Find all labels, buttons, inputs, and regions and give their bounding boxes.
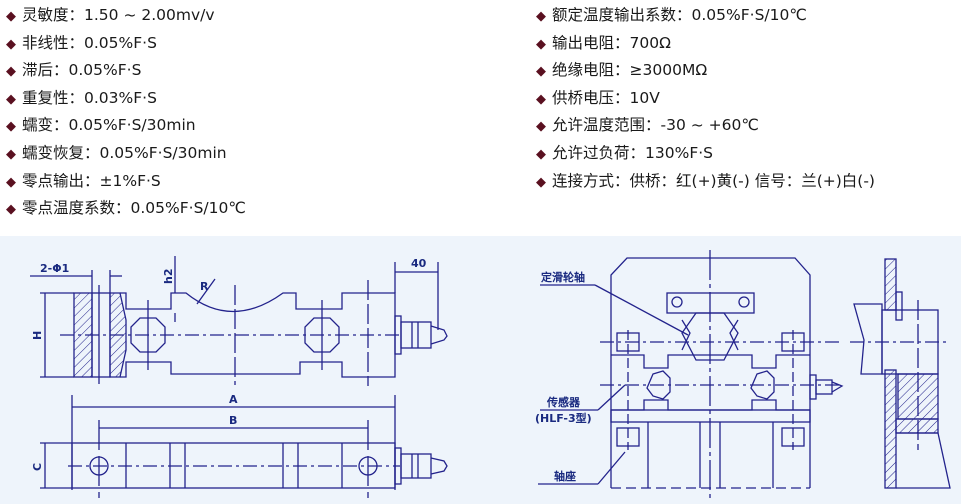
spec-label: 灵敏度： xyxy=(22,6,85,24)
diamond-bullet-icon: ◆ xyxy=(536,36,546,52)
diamond-bullet-icon: ◆ xyxy=(536,119,546,135)
diamond-bullet-icon: ◆ xyxy=(6,119,16,135)
spec-label: 非线性： xyxy=(22,33,85,52)
spec-row: ◆ 滞后：0.05%F·S xyxy=(6,57,246,85)
spec-label: 供桥电压： xyxy=(552,88,630,107)
specifications-section: ◆灵敏度：1.50 ~ 2.00mv/v ◆非线性：0.05%F·S ◆滞后：0… xyxy=(0,0,961,236)
spec-value: 0.05%F·S/30min xyxy=(99,143,227,162)
spec-value: ±1%F·S xyxy=(99,171,161,190)
dim-40-label: 40 xyxy=(411,257,427,270)
diamond-bullet-icon: ◆ xyxy=(6,91,16,107)
diamond-bullet-icon: ◆ xyxy=(6,36,16,52)
spec-row: ◆ 零点输出：±1%F·S xyxy=(6,168,246,196)
spec-label: 额定温度输出系数： xyxy=(552,6,692,24)
drawings-section: 2-Φ1 h2 R 40 H A B C 定滑轮轴 传感器 (HLF-3型) 轴… xyxy=(0,236,961,504)
diamond-bullet-icon: ◆ xyxy=(536,9,546,24)
spec-value: 0.05%F·S/10℃ xyxy=(130,199,246,218)
dim-holes-label: 2-Φ1 xyxy=(40,262,69,275)
spec-label: 连接方式： xyxy=(552,171,630,190)
spec-row: ◆ 绝缘电阻：≥3000MΩ xyxy=(536,57,875,85)
diamond-bullet-icon: ◆ xyxy=(536,146,546,162)
spec-label: 输出电阻： xyxy=(552,33,630,52)
label-base: 轴座 xyxy=(554,469,576,483)
spec-label: 蠕变： xyxy=(22,116,69,135)
diamond-bullet-icon: ◆ xyxy=(6,174,16,190)
spec-label: 绝缘电阻： xyxy=(552,61,630,80)
diamond-bullet-icon: ◆ xyxy=(536,91,546,107)
diamond-bullet-icon: ◆ xyxy=(536,174,546,190)
spec-label: 零点温度系数： xyxy=(22,199,131,218)
assembly-front-view xyxy=(538,250,844,500)
spec-row: ◆ 额定温度输出系数：0.05%F·S/10℃ xyxy=(536,2,875,30)
spec-value: 供桥：红(+)黄(-) 信号：兰(+)白(-) xyxy=(629,171,875,190)
dim-h-label: H xyxy=(31,331,44,340)
spec-label: 重复性： xyxy=(22,88,85,107)
spec-row: ◆ 蠕变：0.05%F·S/30min xyxy=(6,112,246,140)
spec-row: ◆ 零点温度系数：0.05%F·S/10℃ xyxy=(6,195,246,223)
spec-value: 0.05%F·S xyxy=(68,61,142,80)
dim-r-label: R xyxy=(200,280,209,293)
spec-row: ◆ 非线性：0.05%F·S xyxy=(6,30,246,58)
spec-value: 0.05%F·S/10℃ xyxy=(691,6,807,24)
spec-value: 130%F·S xyxy=(645,143,714,162)
diamond-bullet-icon: ◆ xyxy=(6,146,16,162)
spec-value: 0.05%F·S xyxy=(84,33,157,52)
spec-label: 允许温度范围： xyxy=(552,116,661,135)
spec-value: -30 ~ +60℃ xyxy=(660,116,759,135)
spec-value: 1.50 ~ 2.00mv/v xyxy=(84,6,215,24)
spec-label: 零点输出： xyxy=(22,171,100,190)
load-cell-front-view xyxy=(30,256,448,498)
spec-value: 10V xyxy=(629,88,660,107)
label-sensor: 传感器 xyxy=(546,395,581,409)
specs-left-column: ◆灵敏度：1.50 ~ 2.00mv/v ◆非线性：0.05%F·S ◆滞后：0… xyxy=(6,2,246,223)
spec-value: ≥3000MΩ xyxy=(629,61,708,80)
spec-label: 滞后： xyxy=(22,61,69,80)
diamond-bullet-icon: ◆ xyxy=(6,64,16,80)
specs-right-column: ◆ 额定温度输出系数：0.05%F·S/10℃ ◆ 输出电阻：700Ω ◆ 绝缘电阻：… xyxy=(536,2,875,195)
technical-drawings: 2-Φ1 h2 R 40 H A B C 定滑轮轴 传感器 (HLF-3型) 轴… xyxy=(30,250,951,500)
assembly-side-view xyxy=(850,258,951,489)
spec-row: ◆ 蠕变恢复：0.05%F·S/30min xyxy=(6,140,246,168)
label-pulley-shaft: 定滑轮轴 xyxy=(541,270,585,284)
spec-row: ◆ 输出电阻：700Ω xyxy=(536,30,875,58)
spec-row: ◆ 灵敏度：1.50 ~ 2.00mv/v xyxy=(6,2,246,30)
dim-h2-label: h2 xyxy=(162,269,175,285)
label-sensor-model: (HLF-3型) xyxy=(535,411,592,425)
dim-b-label: B xyxy=(229,414,237,427)
spec-row: ◆ 连接方式：供桥：红(+)黄(-) 信号：兰(+)白(-) xyxy=(536,168,875,196)
dim-c-label: C xyxy=(31,463,44,471)
diamond-bullet-icon: ◆ xyxy=(6,9,16,24)
spec-label: 蠕变恢复： xyxy=(22,143,100,162)
diamond-bullet-icon: ◆ xyxy=(6,202,16,218)
spec-row: ◆ 供桥电压：10V xyxy=(536,85,875,113)
spec-value: 0.05%F·S/30min xyxy=(68,116,196,135)
spec-label: 允许过负荷： xyxy=(552,143,646,162)
dim-a-label: A xyxy=(229,393,238,406)
spec-row: ◆ 允许温度范围：-30 ~ +60℃ xyxy=(536,112,875,140)
spec-value: 700Ω xyxy=(629,33,671,52)
spec-row: ◆ 重复性：0.03%F·S xyxy=(6,85,246,113)
spec-value: 0.03%F·S xyxy=(84,88,157,107)
diamond-bullet-icon: ◆ xyxy=(536,64,546,80)
spec-row: ◆ 允许过负荷：130%F·S xyxy=(536,140,875,168)
